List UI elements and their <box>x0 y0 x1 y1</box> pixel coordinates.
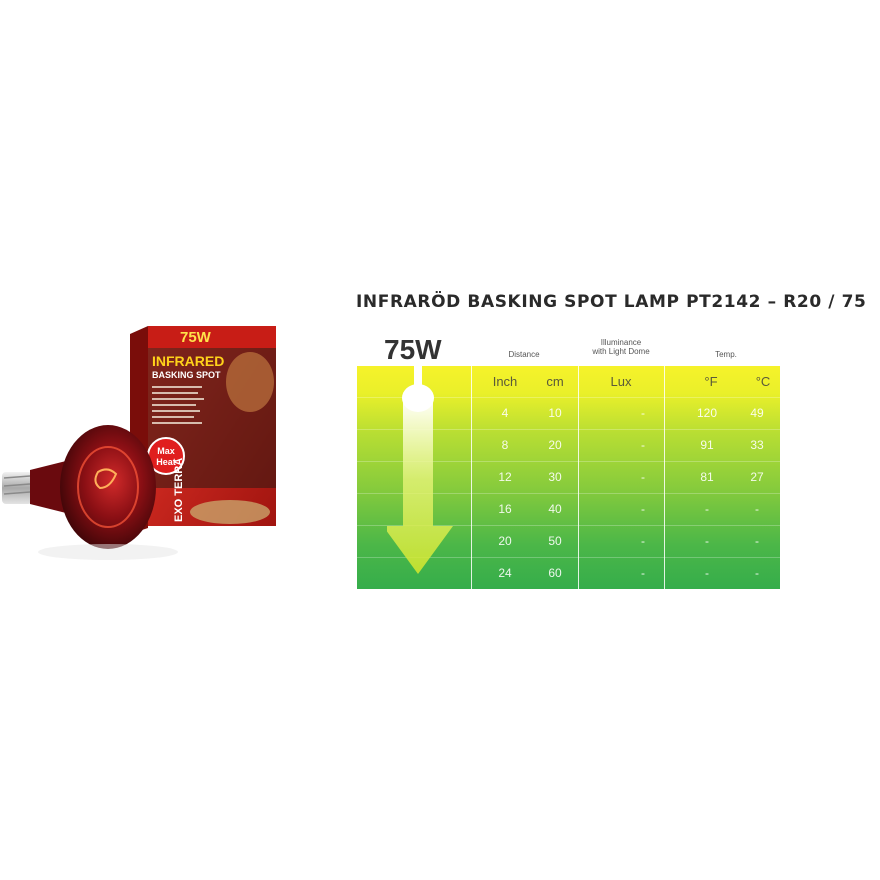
unit-cm: cm <box>546 374 564 389</box>
box-subtitle: BASKING SPOT <box>152 370 221 380</box>
cell-inch: 24 <box>498 566 512 580</box>
cell-cm: 50 <box>548 534 562 548</box>
cell-lux: - <box>641 470 645 484</box>
cell-fahrenheit: - <box>705 534 709 548</box>
spec-title: INFRARÖD BASKING SPOT LAMP PT2142 – R20 … <box>356 292 867 312</box>
product-image: 75W INFRARED BASKING SPOT Max Heat EXO T… <box>2 326 276 560</box>
unit-fahrenheit: °F <box>704 374 718 389</box>
row-divider <box>357 557 780 558</box>
cell-inch: 4 <box>501 406 509 420</box>
cell-fahrenheit: - <box>705 502 709 516</box>
cell-celsius: - <box>755 502 759 516</box>
brand-logo: EXO TERRA <box>173 458 185 522</box>
cell-fahrenheit: 81 <box>700 470 714 484</box>
row-divider <box>357 461 780 462</box>
row-divider <box>357 397 780 398</box>
cell-lux: - <box>641 502 645 516</box>
down-arrow-icon <box>387 366 453 574</box>
illuminance-header-line-1: Illuminance <box>600 338 642 347</box>
badge-line-1: Max <box>157 446 175 456</box>
temp-header: Temp. <box>715 350 737 359</box>
cell-cm: 20 <box>548 438 562 452</box>
row-divider <box>357 493 780 494</box>
badge-line-2: Heat <box>156 457 176 467</box>
wattage-label: 75W <box>384 334 442 365</box>
cell-celsius: 49 <box>750 406 764 420</box>
cell-inch: 16 <box>498 502 512 516</box>
cell-cm: 40 <box>548 502 562 516</box>
cell-celsius: - <box>755 566 759 580</box>
cell-cm: 10 <box>548 406 562 420</box>
cell-cm: 30 <box>548 470 562 484</box>
unit-inch: Inch <box>492 374 518 389</box>
unit-lux: Lux <box>610 374 632 389</box>
cell-fahrenheit: - <box>705 566 709 580</box>
cell-inch: 12 <box>498 470 512 484</box>
illuminance-header: Illuminance with Light Dome <box>576 338 666 356</box>
column-divider <box>578 366 579 589</box>
cell-inch: 8 <box>501 438 509 452</box>
row-divider <box>357 429 780 430</box>
cell-celsius: 33 <box>750 438 764 452</box>
cell-fahrenheit: 120 <box>696 406 718 420</box>
box-wattage: 75W <box>180 329 212 346</box>
column-divider <box>471 366 472 589</box>
cell-lux: - <box>641 566 645 580</box>
box-title: INFRARED <box>152 353 224 369</box>
cell-lux: - <box>641 406 645 420</box>
distance-header: Distance <box>508 350 540 359</box>
column-divider <box>664 366 665 589</box>
spec-table: Inch cm Lux °F °C 4 10 - 120 49 8 20 - 9… <box>357 366 780 589</box>
cell-lux: - <box>641 534 645 548</box>
cell-inch: 20 <box>498 534 512 548</box>
cell-celsius: - <box>755 534 759 548</box>
cell-cm: 60 <box>548 566 562 580</box>
cell-lux: - <box>641 438 645 452</box>
cell-fahrenheit: 91 <box>700 438 714 452</box>
unit-celsius: °C <box>755 374 771 389</box>
cell-celsius: 27 <box>750 470 764 484</box>
illuminance-header-line-2: with Light Dome <box>592 347 650 356</box>
row-divider <box>357 525 780 526</box>
